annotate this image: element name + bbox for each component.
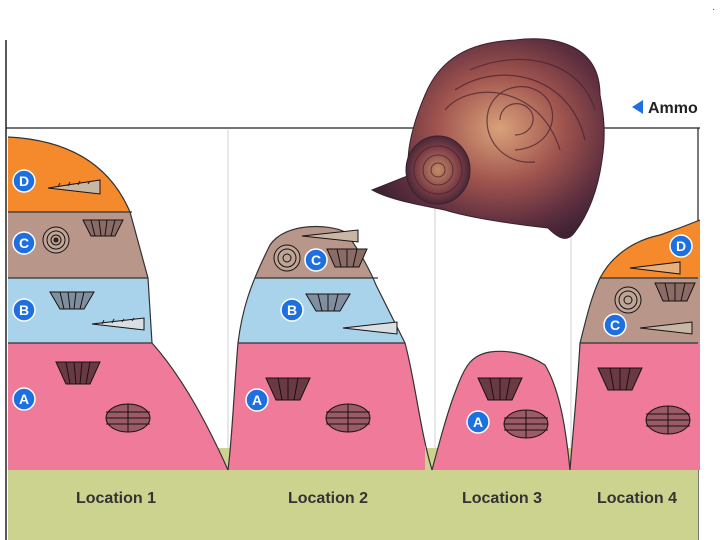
layer-b-badge: B: [280, 298, 304, 322]
brachiopod-icon: [55, 361, 101, 385]
location-2-strata: [228, 226, 425, 470]
brachiopod-icon: [654, 282, 696, 302]
brachiopod-icon: [305, 293, 351, 312]
gastropod-icon: [47, 179, 101, 195]
layer-c-badge: C: [304, 248, 328, 272]
layer-b-badge-label: B: [19, 302, 29, 318]
trilobite-icon: [645, 405, 691, 435]
location-1-label: Location 1: [76, 490, 156, 507]
location-3-label: Location 3: [462, 490, 542, 507]
layer-d-badge-label: D: [19, 173, 29, 189]
gastropod-icon: [301, 229, 359, 243]
layer-d-badge: D: [669, 234, 693, 258]
trilobite-icon: [503, 409, 549, 439]
location-3-strata: [432, 351, 570, 470]
layer-a-badge: A: [245, 388, 269, 412]
brachiopod-icon: [49, 291, 95, 310]
layer-d-badge: D: [12, 169, 36, 193]
legend-label: Ammo: [648, 100, 698, 117]
brachiopod-icon: [326, 248, 368, 268]
layer-d-badge-label: D: [676, 238, 686, 254]
ammonite-icon: [614, 286, 642, 314]
brachiopod-icon: [82, 219, 124, 237]
brachiopod-icon: [477, 377, 523, 401]
layer-b-badge-label: B: [287, 302, 297, 318]
layer-a-badge: A: [466, 410, 490, 434]
layer-a-band: [570, 343, 700, 470]
left-triangle-icon: [632, 100, 643, 114]
ammonite-icon: [42, 226, 70, 254]
gastropod-icon: [342, 321, 398, 335]
location-4-label: Location 4: [597, 490, 677, 507]
layer-c-badge: C: [603, 313, 627, 337]
layer-b-badge: B: [12, 298, 36, 322]
layer-a-badge-label: A: [252, 392, 262, 408]
layer-a-band: [432, 351, 570, 470]
layer-a-badge: A: [12, 387, 36, 411]
brachiopod-icon: [597, 367, 643, 391]
layer-c-badge: C: [12, 231, 36, 255]
corner-mark: ·: [712, 4, 715, 15]
layer-b-band: [8, 278, 228, 343]
trilobite-icon: [325, 403, 371, 433]
ammonite-photo: [370, 38, 605, 239]
layer-c-badge-label: C: [311, 252, 321, 268]
legend: Ammo: [632, 100, 698, 117]
brachiopod-icon: [265, 377, 311, 401]
location-2-label: Location 2: [288, 490, 368, 507]
layer-c-badge-label: C: [19, 235, 29, 251]
trilobite-icon: [105, 403, 151, 433]
gastropod-icon: [629, 261, 681, 275]
layer-c-badge-label: C: [610, 317, 620, 333]
gastropod-icon: [91, 317, 145, 331]
gastropod-icon: [639, 321, 693, 335]
layer-a-badge-label: A: [19, 391, 29, 407]
ammonite-icon: [273, 244, 301, 272]
layer-d-band: [8, 137, 228, 212]
layer-a-badge-label: A: [473, 414, 483, 430]
